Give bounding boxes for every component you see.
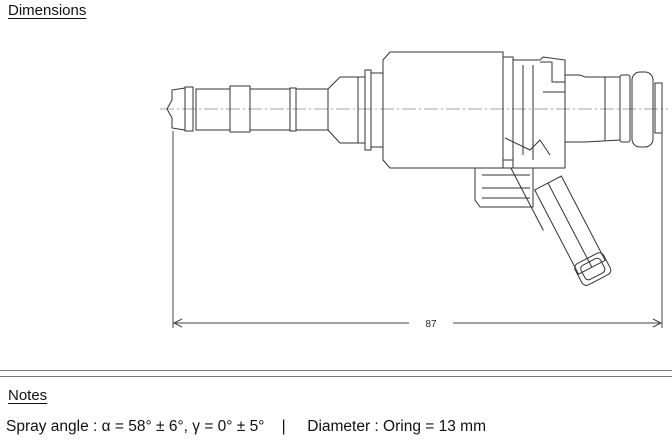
flange: [364, 69, 372, 151]
cone: [327, 76, 366, 144]
diameter-note: Diameter : Oring = 13 mm: [307, 418, 486, 435]
dimension-line: [172, 131, 663, 328]
inlet-cap: [631, 71, 654, 148]
dimensions-heading: Dimensions: [8, 2, 87, 19]
main-body: [382, 51, 504, 169]
spray-angle-note: Spray angle : α = 58° ± 6°, γ = 0° ± 5°: [6, 418, 265, 435]
fuel-inlet: [564, 74, 621, 143]
notes-specs: Spray angle : α = 58° ± 6°, γ = 0° ± 5° …: [6, 418, 486, 436]
dimension-label: 87: [425, 319, 437, 330]
divider: [0, 376, 672, 377]
note-separator: |: [281, 418, 286, 435]
injector-drawing: 87: [160, 51, 668, 330]
nozzle-tip: [166, 86, 194, 132]
housing: [504, 56, 566, 169]
oring: [619, 74, 631, 143]
electrical-connector: [510, 168, 612, 286]
clip: [474, 167, 534, 208]
notes-heading: Notes: [8, 387, 48, 404]
divider: [0, 370, 672, 371]
stem: [195, 85, 329, 133]
